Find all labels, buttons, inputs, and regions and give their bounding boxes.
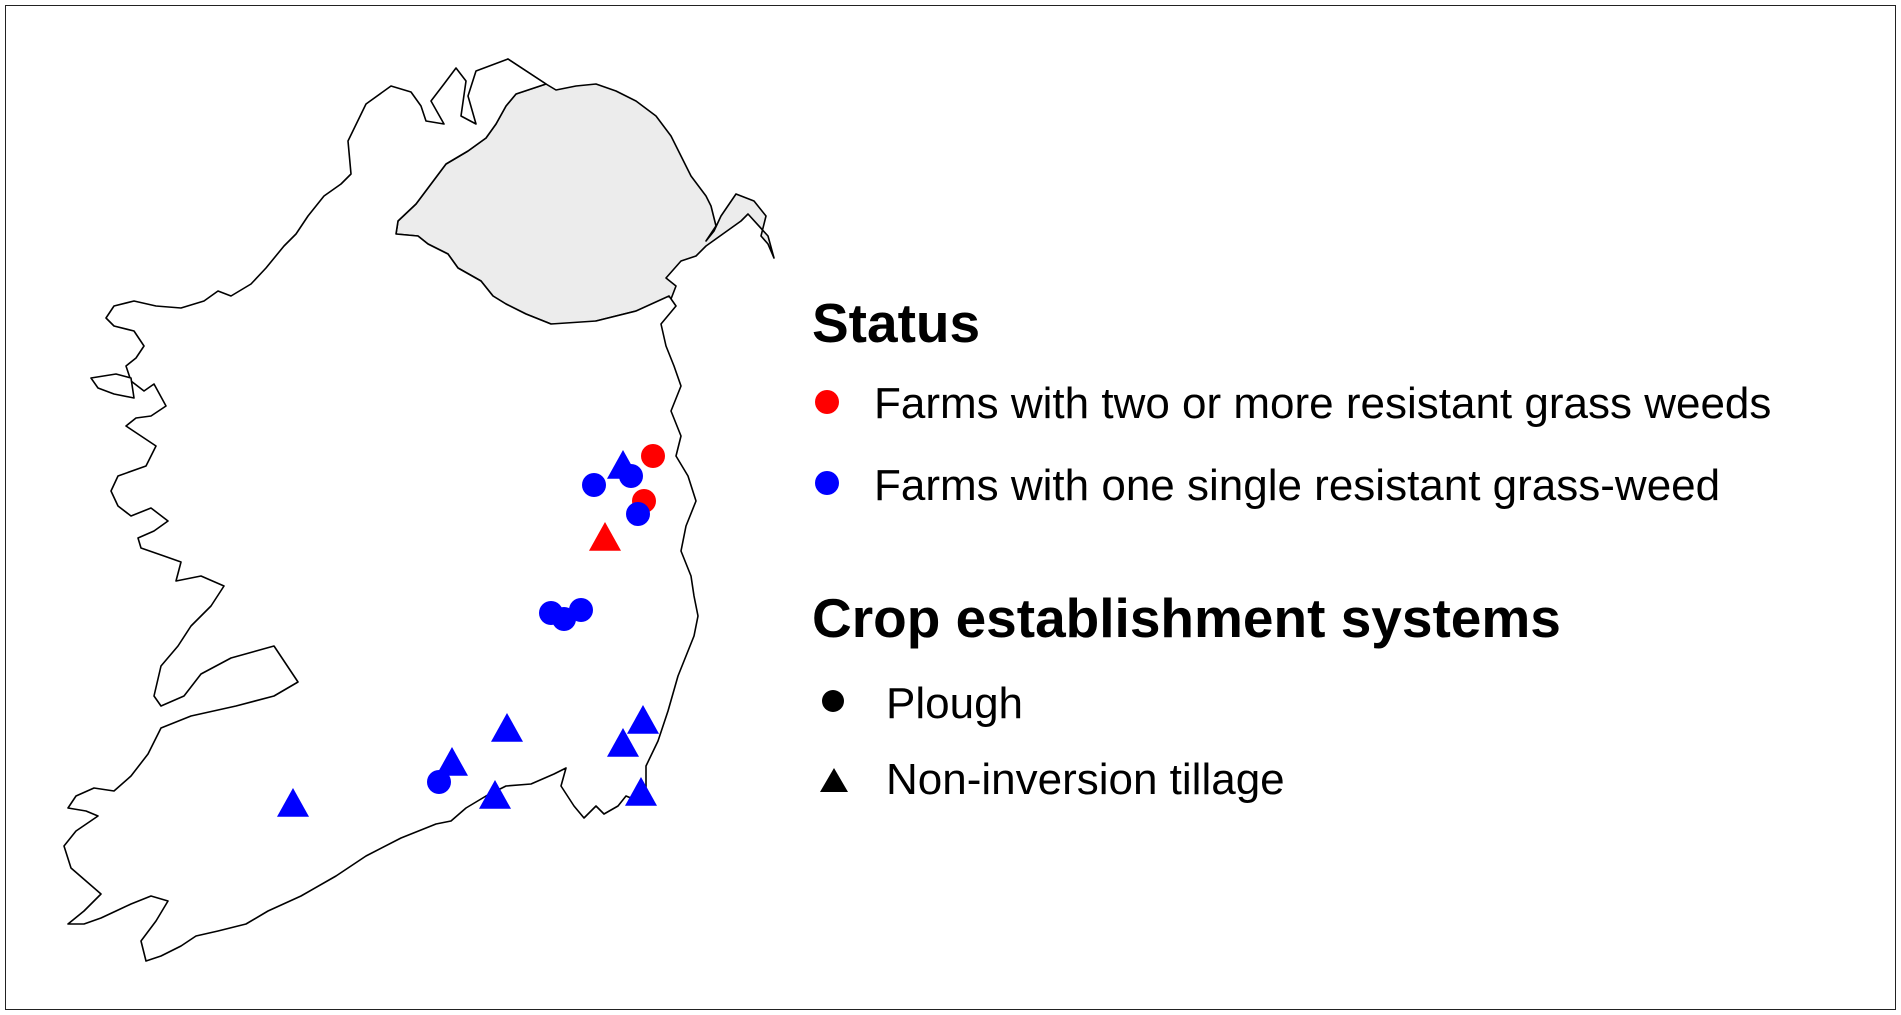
black-circle-icon [822, 690, 844, 712]
farm-marker-plough [582, 473, 606, 497]
farm-marker-plough [626, 502, 650, 526]
farm-marker-plough [427, 770, 451, 794]
republic-of-ireland-region [63, 58, 699, 962]
farm-marker-non-inversion [491, 713, 523, 742]
status-item-one-single: Farms with one single resistant grass-we… [874, 461, 1721, 510]
red-dot-icon [815, 390, 839, 414]
west-coast-island [90, 373, 135, 399]
farm-marker-non-inversion [607, 728, 639, 757]
farm-marker-non-inversion [277, 788, 309, 817]
crop-legend-title: Crop establishment systems [812, 587, 1561, 649]
crop-item-non-inversion: Non-inversion tillage [886, 755, 1285, 804]
farm-marker-plough [641, 444, 665, 468]
blue-dot-icon [815, 471, 839, 495]
farm-marker-non-inversion [627, 705, 659, 734]
farm-marker-non-inversion [589, 522, 621, 551]
status-legend-title: Status [812, 292, 981, 354]
crop-item-plough: Plough [886, 679, 1024, 728]
ireland-map [63, 58, 775, 962]
farm-marker-non-inversion [625, 777, 657, 806]
status-item-two-or-more: Farms with two or more resistant grass w… [874, 379, 1772, 428]
black-triangle-icon [820, 768, 848, 792]
farm-marker-plough [619, 464, 643, 488]
farm-marker-plough [569, 598, 593, 622]
farm-marker-non-inversion [436, 747, 468, 776]
farm-markers [277, 444, 665, 817]
figure-frame: Status Farms with two or more resistant … [5, 5, 1896, 1010]
farm-marker-non-inversion [479, 780, 511, 809]
